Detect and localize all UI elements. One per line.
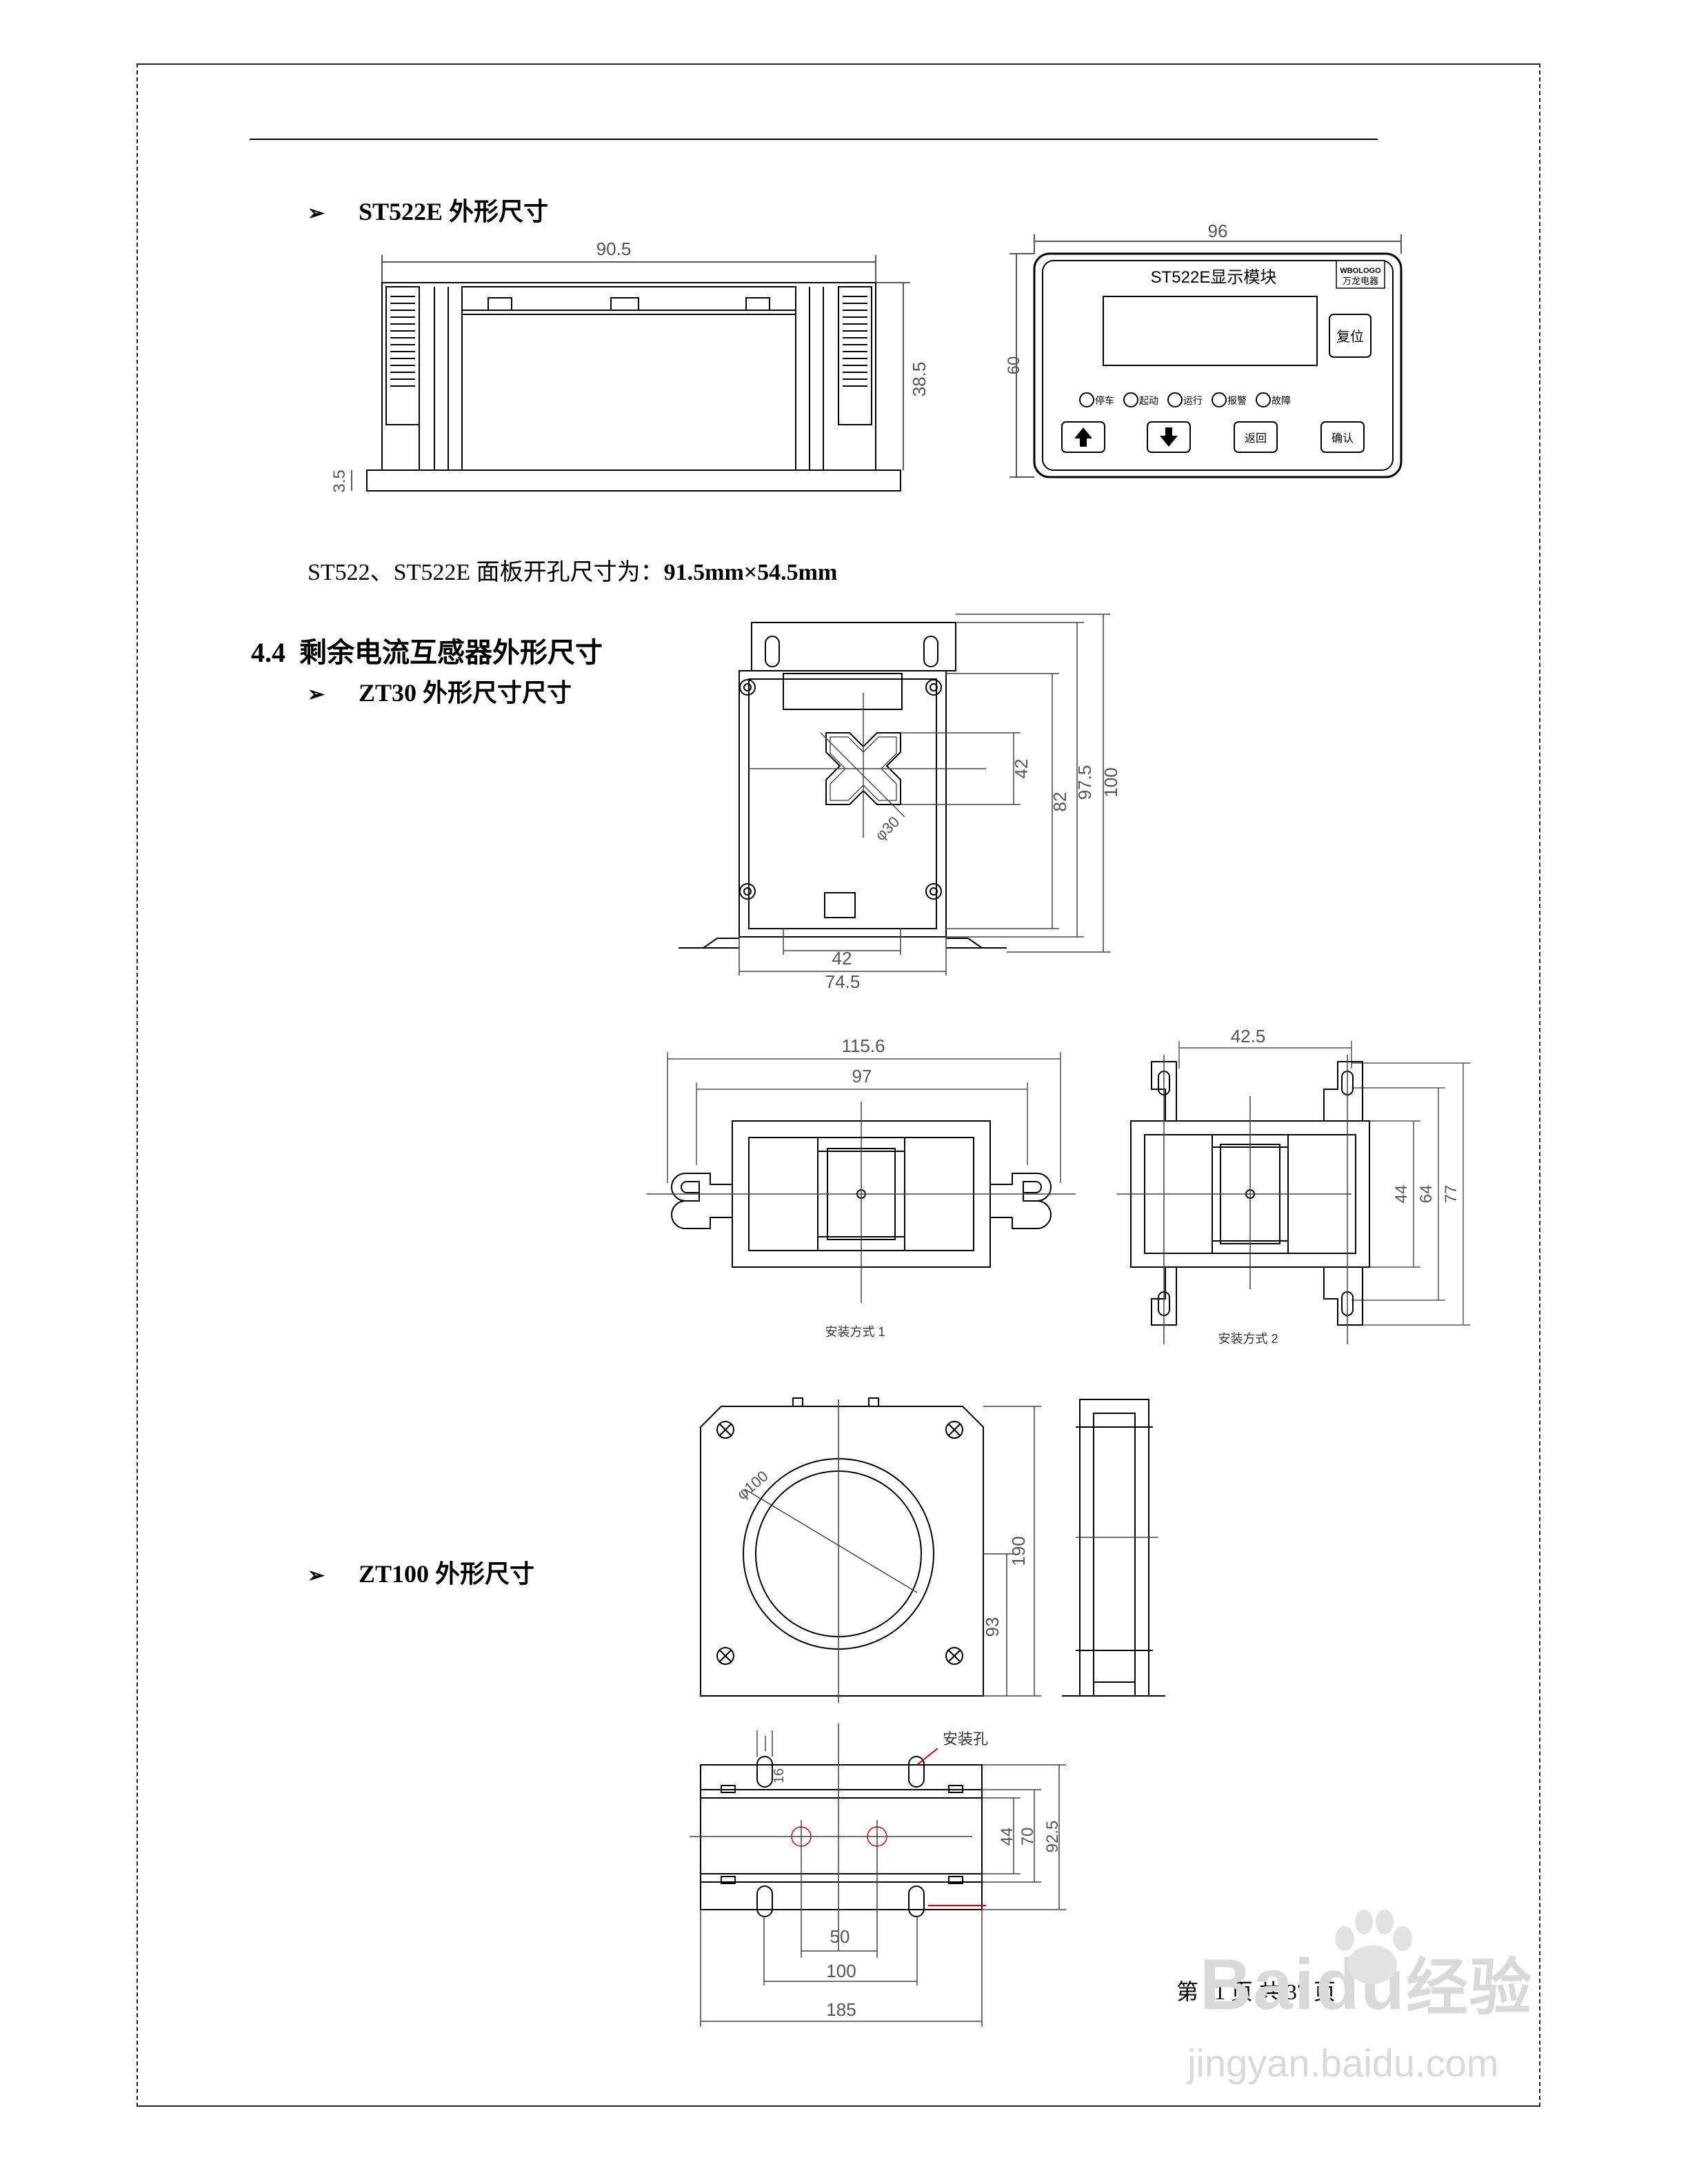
zt100-diameter: φ100 bbox=[734, 1467, 772, 1503]
zt30-mount1-drawing: 115.6 97 安装方式 1 bbox=[647, 1035, 1076, 1339]
zt30-h-97-5: 97.5 bbox=[1074, 765, 1095, 800]
dim-base: 3.5 bbox=[330, 469, 349, 492]
front-dim-width: 96 bbox=[1208, 221, 1228, 241]
brand-en: WBOLOGO bbox=[1340, 267, 1381, 275]
arrow-up-icon bbox=[1074, 427, 1092, 447]
zt30-h-inner: 42 bbox=[1011, 759, 1032, 779]
bullet-icon: ➢ bbox=[308, 683, 325, 706]
zt100-b-h1: 44 bbox=[998, 1828, 1016, 1846]
st522e-side-drawing: 90.5 38.5 3.5 bbox=[330, 239, 930, 493]
zt30-h-100: 100 bbox=[1101, 767, 1121, 797]
mount1-w2: 97 bbox=[852, 1066, 872, 1086]
panel-cutout-text: ST522、ST522E 面板开孔尺寸为：91.5mm×54.5mm bbox=[308, 560, 838, 585]
zt30-w-outer: 74.5 bbox=[825, 971, 861, 992]
zt100-slot-dim: 16 bbox=[772, 1768, 787, 1783]
zt100-h1: 190 bbox=[1008, 1536, 1029, 1566]
zt100-h2: 93 bbox=[982, 1617, 1003, 1637]
st522e-front-drawing: 96 60 ST522E显示模块 WBOLOGO 万龙电器 复位 停车 起动 运… bbox=[1005, 221, 1403, 478]
heading-zt30: ➢ZT30 外形尺寸尺寸 bbox=[308, 679, 572, 707]
led-label-1: 起动 bbox=[1139, 395, 1158, 406]
zt30-mount2-drawing: 42.5 44 64 77 安装方式 2 bbox=[1117, 1026, 1470, 1346]
heading-st522e: ➢ST522E 外形尺寸 bbox=[308, 198, 549, 225]
mount1-caption: 安装方式 1 bbox=[825, 1325, 885, 1339]
zt100-b-h3: 92.5 bbox=[1043, 1821, 1062, 1853]
zt100-b-w2: 100 bbox=[826, 1961, 856, 1981]
watermark-url: jingyan.baidu.com bbox=[1187, 2041, 1499, 2085]
mount2-h2: 64 bbox=[1417, 1185, 1436, 1204]
zt100-b-w3: 185 bbox=[826, 1999, 856, 2020]
mount1-w1: 115.6 bbox=[841, 1035, 885, 1056]
mount2-w: 42.5 bbox=[1231, 1026, 1266, 1046]
install-hole-label: 安装孔 bbox=[943, 1730, 988, 1748]
zt30-h-82: 82 bbox=[1049, 792, 1070, 812]
zt100-bottom-drawing: 安装孔 16 44 70 92.5 50 100 185 bbox=[690, 1723, 1066, 2027]
ok-button-label: 确认 bbox=[1332, 432, 1354, 445]
led-label-4: 故障 bbox=[1272, 395, 1291, 406]
back-button-label: 返回 bbox=[1245, 432, 1267, 445]
front-dim-height: 60 bbox=[1005, 356, 1023, 375]
mount2-h3: 77 bbox=[1442, 1185, 1460, 1204]
reset-button-label: 复位 bbox=[1336, 329, 1364, 345]
zt30-w-inner: 42 bbox=[832, 948, 852, 969]
zt30-front-drawing: 42 74.5 42 82 97.5 100 φ30 bbox=[679, 614, 1121, 992]
zt30-diameter: φ30 bbox=[872, 813, 903, 844]
paw-watermark-icon bbox=[1335, 1910, 1412, 1984]
bullet-icon: ➢ bbox=[308, 202, 325, 225]
page-number: 第 11 页 共 37 页 bbox=[1176, 1979, 1336, 2004]
bullet-icon: ➢ bbox=[308, 1564, 325, 1587]
led-label-2: 运行 bbox=[1183, 395, 1203, 406]
mount2-h1: 44 bbox=[1392, 1185, 1411, 1204]
mount2-caption: 安装方式 2 bbox=[1218, 1332, 1278, 1346]
brand-cn: 万龙电器 bbox=[1343, 276, 1378, 286]
arrow-down-icon bbox=[1160, 427, 1178, 447]
led-label-3: 报警 bbox=[1227, 395, 1247, 406]
section-4-4-title: 4.4 剩余电流互感器外形尺寸 bbox=[251, 637, 603, 668]
page-frame bbox=[137, 63, 1540, 2107]
zt100-front-drawing: φ100 190 93 bbox=[700, 1397, 1165, 1703]
zt100-b-h2: 70 bbox=[1018, 1828, 1037, 1846]
panel-title: ST522E显示模块 bbox=[1151, 268, 1277, 287]
led-label-0: 停车 bbox=[1095, 395, 1114, 406]
zt100-b-w1: 50 bbox=[830, 1926, 850, 1947]
header-rule bbox=[250, 139, 1378, 140]
heading-zt100: ➢ZT100 外形尺寸 bbox=[308, 1560, 535, 1588]
dim-width: 90.5 bbox=[596, 239, 632, 259]
dim-height: 38.5 bbox=[909, 362, 930, 397]
